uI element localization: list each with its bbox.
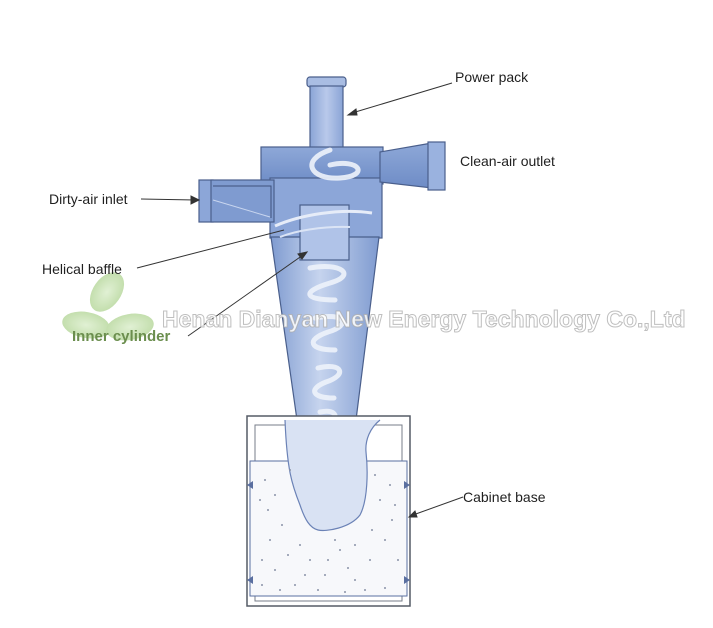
cabinet-base [246, 415, 411, 607]
label-clean-air-outlet: Clean-air outlet [460, 153, 555, 169]
label-inner-cylinder: Inner cylinder [72, 328, 171, 345]
cyclone-cone [270, 204, 380, 421]
label-dirty-air-inlet: Dirty-air inlet [49, 191, 128, 207]
power-pack [306, 76, 347, 149]
label-power-pack: Power pack [455, 69, 529, 85]
label-helical-baffle: Helical baffle [42, 261, 122, 277]
label-cabinet-base: Cabinet base [463, 489, 546, 505]
dirty-air-inlet [198, 179, 275, 223]
clean-air-outlet [379, 141, 446, 191]
leader-lines [136, 82, 464, 518]
logo-leaves [62, 272, 154, 341]
company-watermark: Henan Dianyan New Energy Technology Co.,… [162, 306, 687, 333]
dust-particles [259, 469, 399, 593]
